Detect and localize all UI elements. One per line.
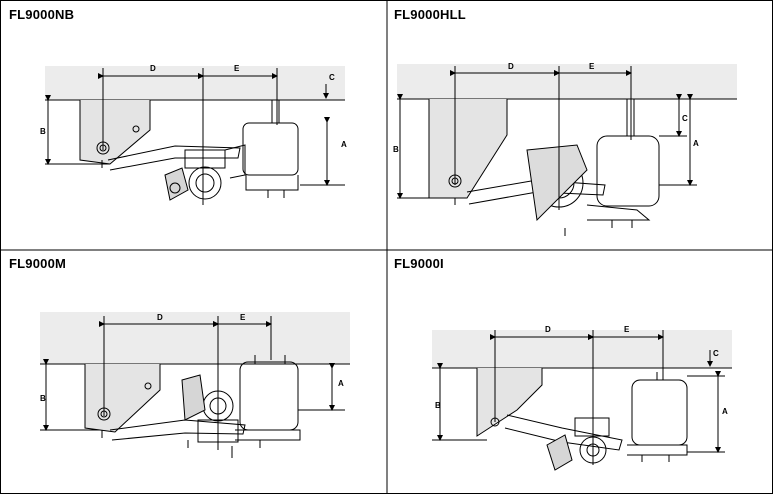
dim-label-d: D [150,64,156,73]
panel-title-fl9000m: FL9000M [9,256,67,271]
dim-label-e: E [240,313,246,322]
dim-label-a: A [693,139,699,148]
suspension-diagram-fl9000nb: D E B A C [40,64,347,205]
panel-title-fl9000hll: FL9000HLL [394,7,466,22]
dim-label-e: E [234,64,240,73]
suspension-diagram-fl9000i: D E B A C [432,325,732,471]
dim-label-d: D [508,62,514,71]
suspension-diagram-fl9000hll: D E B A C [393,62,737,236]
dim-label-c: C [682,114,688,123]
dim-label-c: C [713,349,719,358]
dim-label-b: B [435,401,441,410]
dim-label-a: A [722,407,728,416]
dim-label-b: B [393,145,399,154]
dim-label-b: B [40,394,46,403]
dim-label-a: A [341,140,347,149]
suspension-diagram-fl9000m: D E B A [40,312,350,458]
dim-label-d: D [545,325,551,334]
dim-label-b: B [40,127,46,136]
panel-title-fl9000i: FL9000I [394,256,444,271]
panel-title-fl9000nb: FL9000NB [9,7,75,22]
dim-label-c: C [329,73,335,82]
dim-label-d: D [157,313,163,322]
dim-label-e: E [589,62,595,71]
dim-label-e: E [624,325,630,334]
dim-label-a: A [338,379,344,388]
